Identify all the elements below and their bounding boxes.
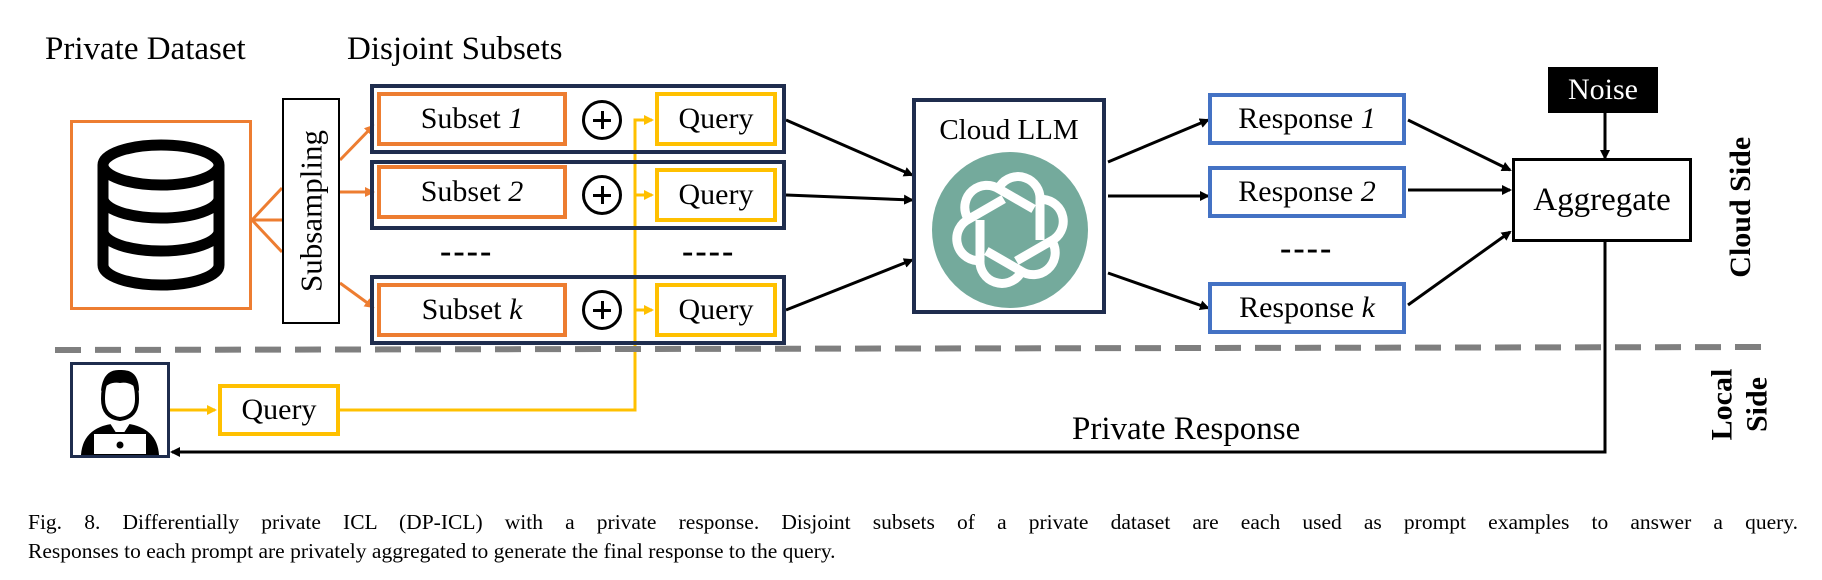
response-label: Response bbox=[1239, 291, 1355, 324]
cloud-llm-box: Cloud LLM bbox=[912, 98, 1106, 314]
disjoint-subsets-header: Disjoint Subsets bbox=[347, 31, 563, 67]
local-query-box: Query bbox=[218, 384, 340, 436]
response-label: Response bbox=[1238, 102, 1354, 135]
subset-label: Subset bbox=[420, 102, 501, 135]
user-box bbox=[70, 362, 170, 458]
subsampling-label: Subsampling bbox=[293, 130, 329, 292]
figure-caption: Fig. 8. Differentially private ICL (DP-I… bbox=[28, 508, 1798, 565]
plus-icon bbox=[582, 100, 622, 140]
subset-row-k bbox=[370, 275, 786, 345]
local-side-label: Local Side bbox=[1706, 365, 1775, 445]
local-side-word-2: Side bbox=[1740, 376, 1773, 433]
query-box-2: Query bbox=[655, 168, 777, 222]
plus-icon bbox=[582, 290, 622, 330]
subset-k-box: Subset k bbox=[377, 283, 567, 337]
subset-label: Subset bbox=[421, 293, 502, 326]
response-index: 2 bbox=[1360, 175, 1376, 208]
llm-arrows bbox=[170, 113, 1610, 457]
subsampling-to-subsets-arrows bbox=[338, 124, 375, 309]
caption-line-2: Responses to each prompt are privately a… bbox=[28, 538, 836, 563]
subset-ellipsis: ---- bbox=[440, 233, 494, 270]
private-dataset-box bbox=[70, 120, 252, 310]
response-ellipsis: ---- bbox=[1280, 230, 1334, 267]
subset-index: k bbox=[509, 293, 523, 326]
plus-icon bbox=[582, 175, 622, 215]
subset-index: 2 bbox=[508, 175, 524, 208]
noise-box: Noise bbox=[1548, 67, 1658, 113]
private-dataset-header: Private Dataset bbox=[45, 31, 246, 67]
aggregate-box: Aggregate bbox=[1512, 158, 1692, 242]
subset-row-1 bbox=[370, 84, 786, 154]
query-routing-lines bbox=[170, 115, 654, 415]
cloud-local-divider bbox=[54, 344, 1771, 353]
subsampling-box: Subsampling bbox=[282, 98, 340, 324]
dataset-to-subsampling-lines bbox=[250, 186, 284, 254]
response-2-box: Response 2 bbox=[1208, 166, 1406, 218]
caption-line-1: Fig. 8. Differentially private ICL (DP-I… bbox=[28, 510, 1798, 534]
query-box-k: Query bbox=[655, 283, 777, 337]
subset-index: 1 bbox=[508, 102, 524, 135]
subset-row-2 bbox=[370, 160, 786, 230]
database-icon bbox=[97, 139, 225, 291]
cloud-side-label: Cloud Side bbox=[1723, 136, 1757, 278]
subset-2-box: Subset 2 bbox=[377, 165, 567, 219]
subset-1-box: Subset 1 bbox=[377, 92, 567, 146]
subset-label: Subset bbox=[420, 175, 501, 208]
response-index: 1 bbox=[1360, 102, 1376, 135]
cloud-llm-label: Cloud LLM bbox=[939, 114, 1079, 146]
response-k-box: Response k bbox=[1208, 282, 1406, 334]
private-response-label: Private Response bbox=[1072, 411, 1301, 447]
query-box-1: Query bbox=[655, 92, 777, 146]
query-ellipsis: ---- bbox=[682, 233, 736, 270]
response-1-box: Response 1 bbox=[1208, 93, 1406, 145]
local-side-word-1: Local bbox=[1705, 368, 1739, 441]
openai-logo-icon bbox=[932, 152, 1088, 308]
user-icon bbox=[81, 369, 159, 455]
response-index: k bbox=[1361, 291, 1375, 324]
response-label: Response bbox=[1238, 175, 1354, 208]
